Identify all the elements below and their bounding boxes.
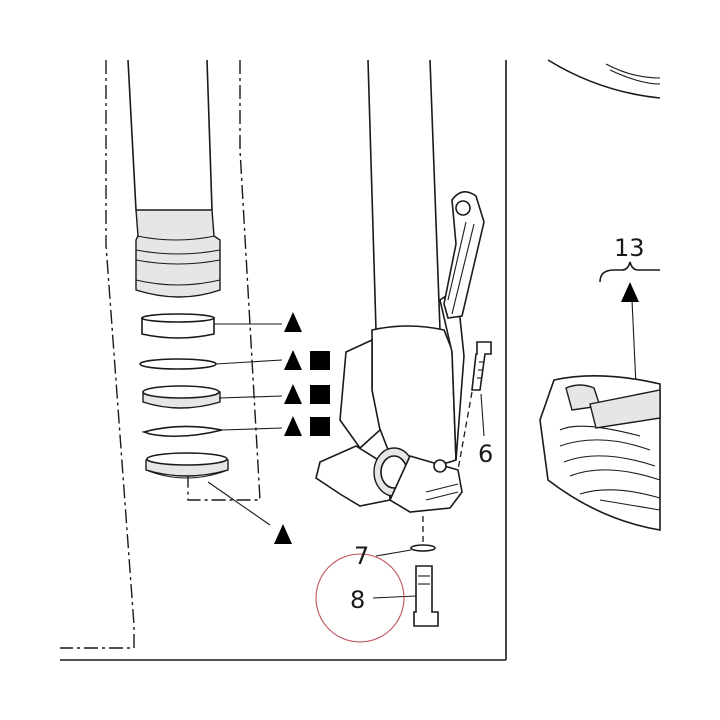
triangle-marker	[621, 282, 639, 302]
inner-tube	[127, 59, 221, 298]
callout-7: 7	[354, 542, 369, 570]
triangle-marker	[284, 416, 302, 436]
marker-row-5	[274, 524, 292, 544]
bolt-8	[372, 565, 439, 627]
seal-housing	[145, 452, 229, 479]
triangle-marker	[284, 350, 302, 370]
callout-13: 13	[614, 234, 645, 262]
highlight-circle	[315, 553, 405, 643]
fender-top-partial	[547, 59, 661, 99]
square-marker	[310, 351, 330, 370]
hidden-leg-outline	[60, 60, 261, 649]
callout-8: 8	[350, 586, 365, 614]
callout-6: 6	[478, 440, 493, 468]
triangle-marker	[284, 384, 302, 404]
marker-row-4	[284, 416, 330, 436]
fork-dropout	[315, 294, 465, 513]
drawing-frame	[60, 60, 507, 661]
dust-seal	[142, 385, 221, 409]
bolt-6	[457, 341, 492, 471]
washer-7	[375, 516, 436, 557]
square-marker	[310, 417, 330, 436]
marker-row-2	[284, 350, 330, 370]
lever-arm	[443, 191, 485, 319]
seal-bushing	[141, 313, 215, 339]
symbol-leaders	[207, 323, 283, 526]
seal-ring-1	[139, 358, 217, 370]
fork-tube-right	[367, 59, 441, 331]
part-13-bracket	[599, 261, 660, 387]
triangle-marker	[274, 524, 292, 544]
marker-row-3	[284, 384, 330, 404]
fork-brace	[539, 375, 661, 531]
marker-row-1	[284, 312, 302, 332]
square-marker	[310, 385, 330, 404]
triangle-marker	[284, 312, 302, 332]
retaining-clip	[141, 425, 223, 438]
